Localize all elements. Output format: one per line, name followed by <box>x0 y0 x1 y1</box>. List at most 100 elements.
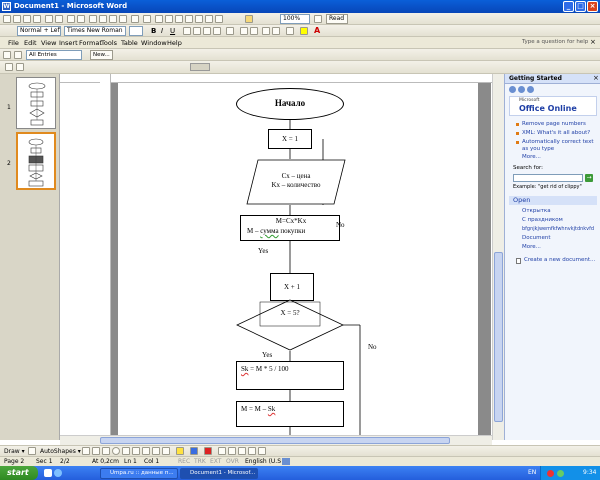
vertical-scroll-thumb[interactable] <box>494 252 503 422</box>
page-thumbnail-2[interactable] <box>16 132 56 190</box>
save-icon[interactable] <box>23 15 31 23</box>
picture-icon[interactable] <box>162 447 170 455</box>
outside-border-icon[interactable] <box>286 27 294 35</box>
decrease-indent-icon[interactable] <box>262 27 270 35</box>
document-page[interactable]: Начало X = 1 Cx – цена Kx – количество M… <box>118 83 478 435</box>
line-icon[interactable] <box>82 447 90 455</box>
menu-insert[interactable]: Insert <box>59 39 78 47</box>
spelling-icon[interactable] <box>67 15 75 23</box>
tray-icon-1[interactable] <box>547 470 554 477</box>
wordart-icon[interactable] <box>132 447 140 455</box>
oval-icon[interactable] <box>112 447 120 455</box>
permission-icon[interactable] <box>33 15 41 23</box>
line-style-icon[interactable] <box>218 447 226 455</box>
line-color-icon[interactable] <box>190 447 198 455</box>
align-left-icon[interactable] <box>183 27 191 35</box>
bold-button[interactable]: B <box>151 27 157 35</box>
flowchart-calc-block[interactable]: M=Cx*Kx M – сумма покупки <box>240 215 340 241</box>
italic-button[interactable]: I <box>161 27 164 35</box>
align-right-icon[interactable] <box>203 27 211 35</box>
font-color-icon[interactable]: A <box>314 26 321 35</box>
quick-launch-ie-icon[interactable] <box>54 469 62 477</box>
flowchart-increment-block[interactable]: X + 1 <box>270 273 314 301</box>
home-icon[interactable] <box>527 86 534 93</box>
zoom-combo[interactable]: 100% <box>280 14 310 24</box>
word-app-icon[interactable]: W <box>2 2 11 11</box>
link-xml[interactable]: XML: What's it all about? <box>522 130 591 136</box>
paste-icon[interactable] <box>109 15 117 23</box>
close-document-icon[interactable]: × <box>590 38 596 46</box>
bullets-icon[interactable] <box>250 27 258 35</box>
flowchart-total-block[interactable]: M = M – Sk <box>236 401 344 427</box>
print-preview-icon[interactable] <box>55 15 63 23</box>
menu-table[interactable]: Table <box>121 39 138 47</box>
increase-indent-icon[interactable] <box>272 27 280 35</box>
horizontal-scrollbar[interactable] <box>60 435 492 445</box>
tray-icon-2[interactable] <box>557 470 564 477</box>
flowchart-condition[interactable]: X = 5? <box>236 299 344 351</box>
horizontal-ruler[interactable] <box>60 74 500 83</box>
numbering-icon[interactable] <box>240 27 248 35</box>
page-thumbnail-1[interactable] <box>16 77 56 129</box>
align-center-icon[interactable] <box>193 27 201 35</box>
menu-view[interactable]: View <box>41 39 57 47</box>
quick-launch-desktop-icon[interactable] <box>44 469 52 477</box>
menu-tools[interactable]: Tools <box>101 39 118 47</box>
justify-icon[interactable] <box>213 27 221 35</box>
horizontal-scroll-thumb[interactable] <box>100 437 450 444</box>
start-button[interactable]: start <box>0 466 38 480</box>
menu-file[interactable]: File <box>8 39 19 47</box>
link-more-2[interactable]: More... <box>522 244 541 250</box>
dash-style-icon[interactable] <box>228 447 236 455</box>
menu-help[interactable]: Help <box>167 39 182 47</box>
columns-icon[interactable] <box>195 15 203 23</box>
flowchart-init-block[interactable]: X = 1 <box>268 129 312 149</box>
font-combo[interactable]: Times New Roman <box>64 26 126 36</box>
spelling-status-icon[interactable] <box>282 458 290 465</box>
rectangle-icon[interactable] <box>102 447 110 455</box>
vertical-ruler[interactable] <box>100 74 111 440</box>
close-button[interactable]: × <box>587 1 598 12</box>
office-online-banner[interactable] <box>509 96 597 116</box>
link-more-1[interactable]: More... <box>522 154 541 160</box>
copy-icon[interactable] <box>99 15 107 23</box>
status-ovr[interactable]: OVR <box>226 458 239 465</box>
font-color-draw-icon[interactable] <box>204 447 212 455</box>
flowchart-start[interactable]: Начало <box>236 88 344 120</box>
new-document-icon[interactable] <box>3 15 11 23</box>
flowchart-discount-block[interactable]: Sk = M * 5 / 100 <box>236 361 344 390</box>
diagram-icon[interactable] <box>142 447 150 455</box>
document-map-icon[interactable] <box>215 15 223 23</box>
fill-color-icon[interactable] <box>176 447 184 455</box>
language-indicator[interactable]: EN <box>528 469 537 476</box>
open-folder-icon[interactable] <box>13 15 21 23</box>
insert-table-icon[interactable] <box>175 15 183 23</box>
print-icon[interactable] <box>45 15 53 23</box>
recent-file-3[interactable]: bfgnjkjwemfkfwhnvkjtdnkvfd <box>522 226 595 232</box>
eraser-icon[interactable] <box>16 63 24 71</box>
link-remove-page-numbers[interactable]: Remove page numbers <box>522 121 586 127</box>
redo-icon[interactable] <box>143 15 151 23</box>
maximize-button[interactable]: □ <box>575 1 586 12</box>
help-icon[interactable] <box>314 15 322 23</box>
recent-file-2[interactable]: С праздником <box>522 217 563 223</box>
recent-file-1[interactable]: Открытка <box>522 208 551 214</box>
status-rec[interactable]: REC <box>178 458 191 465</box>
forward-icon[interactable] <box>518 86 525 93</box>
draw-table-icon[interactable] <box>5 63 13 71</box>
menu-edit[interactable]: Edit <box>24 39 37 47</box>
research-icon[interactable] <box>77 15 85 23</box>
highlight-icon[interactable] <box>300 27 308 35</box>
text-box-icon[interactable] <box>122 447 130 455</box>
read-button[interactable]: Read <box>326 14 348 24</box>
flowchart-input[interactable]: Cx – цена Kx – количество <box>246 159 346 205</box>
line-spacing-icon[interactable] <box>226 27 234 35</box>
draw-menu[interactable]: Draw ▾ <box>4 448 25 455</box>
arrow-style-icon[interactable] <box>238 447 246 455</box>
back-icon[interactable] <box>509 86 516 93</box>
menu-format[interactable]: Format <box>79 39 102 47</box>
font-size-combo[interactable] <box>129 26 143 36</box>
tables-borders-icon[interactable] <box>165 15 173 23</box>
shadow-style-icon[interactable] <box>248 447 256 455</box>
menu-window[interactable]: Window <box>141 39 167 47</box>
